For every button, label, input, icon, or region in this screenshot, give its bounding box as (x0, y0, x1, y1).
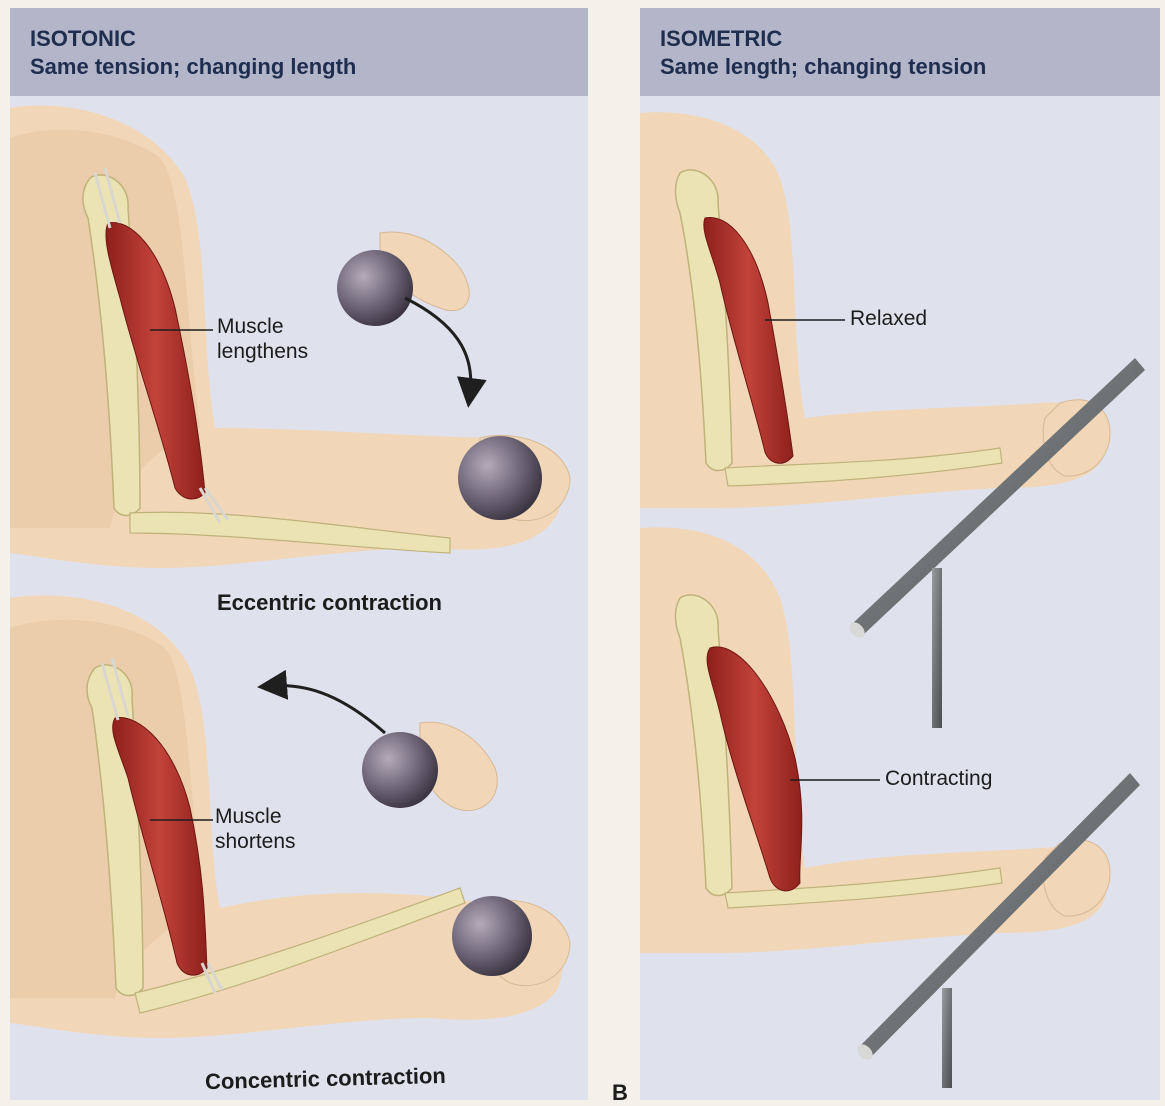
isotonic-panel: ISOTONIC Same tension; changing length (10, 8, 588, 1100)
isometric-panel: ISOMETRIC Same length; changing tension (640, 8, 1160, 1100)
contracting-arm (640, 527, 1110, 953)
ball-lowered-icon (452, 896, 532, 976)
label-muscle-shortens: Muscle shortens (215, 804, 296, 854)
ball-raised-icon (362, 732, 438, 808)
upward-arrow-icon (272, 686, 385, 733)
label-contracting: Contracting (885, 766, 992, 791)
caption-eccentric: Eccentric contraction (217, 590, 442, 616)
ball-start-icon (337, 250, 413, 326)
downward-arrow-icon (405, 298, 471, 393)
isotonic-illustration (10, 8, 588, 1100)
ball-end-icon (458, 436, 542, 520)
bar-top-icon (852, 358, 1145, 636)
label-muscle-lengthens: Muscle lengthens (217, 314, 308, 364)
panel-letter: B (612, 1080, 628, 1106)
bar-bottom-stand-icon (942, 988, 952, 1088)
bar-top-stand-icon (932, 568, 942, 728)
isometric-illustration (640, 8, 1160, 1100)
label-relaxed: Relaxed (850, 306, 927, 331)
